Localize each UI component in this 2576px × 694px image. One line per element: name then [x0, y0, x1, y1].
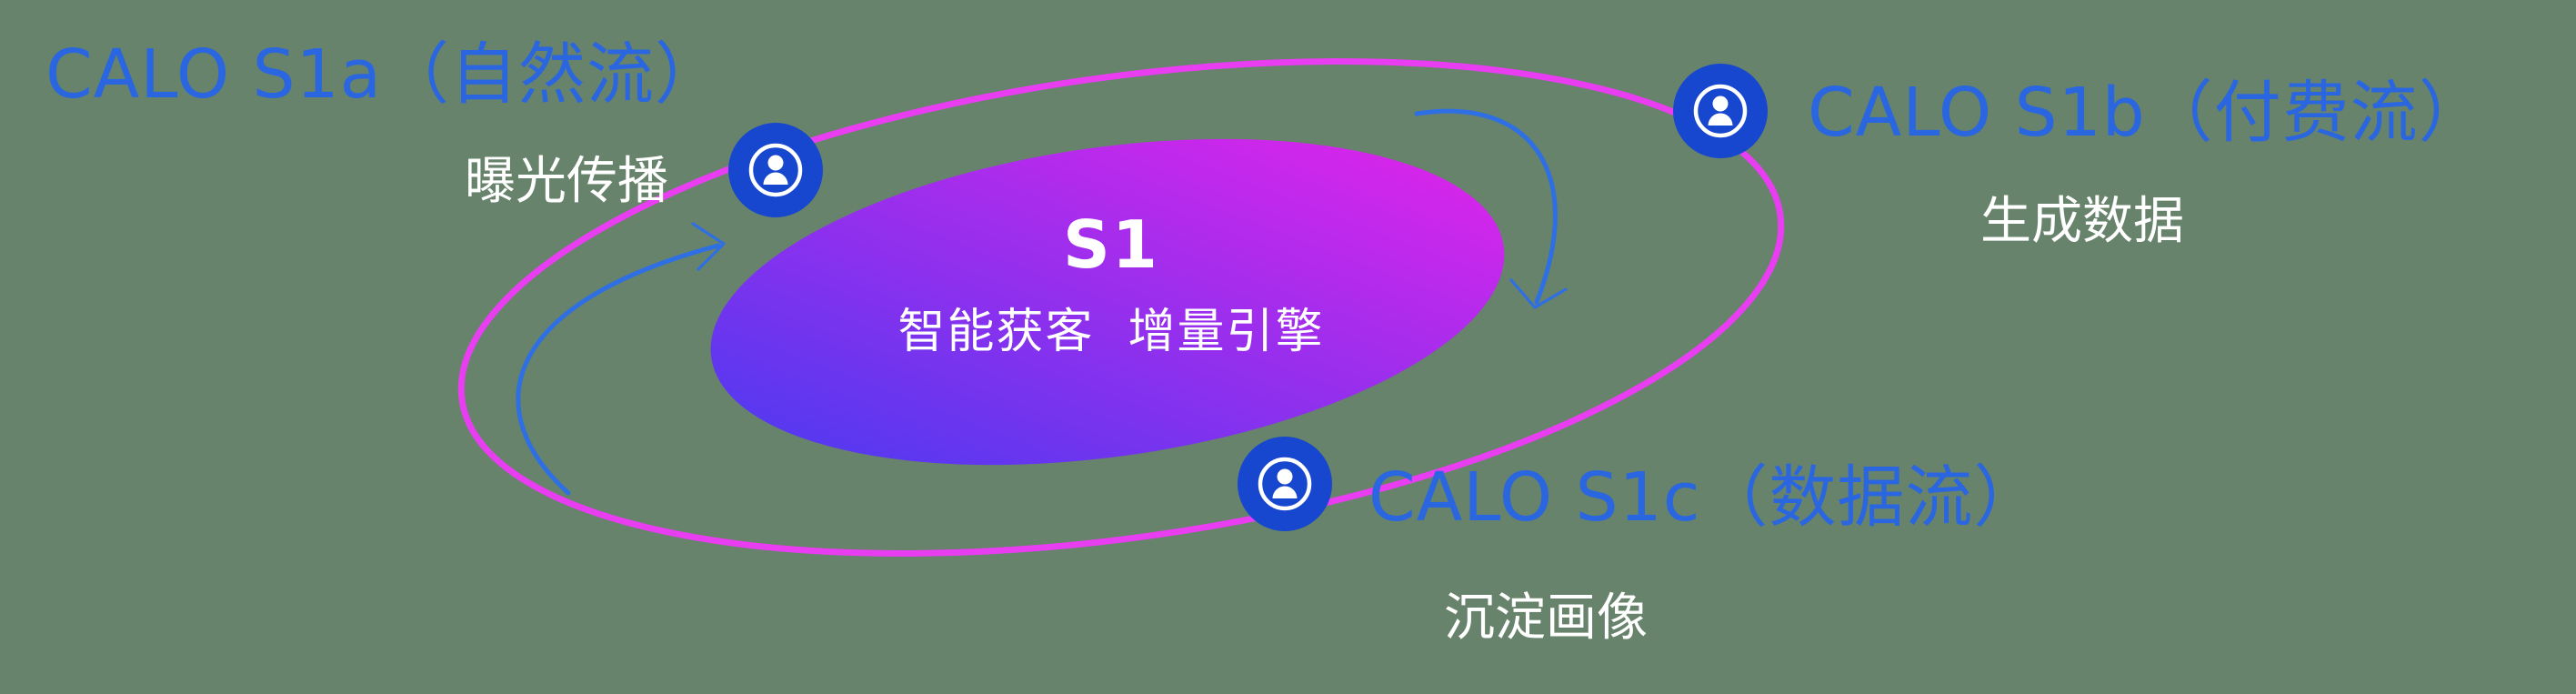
node-s1c-marker [1238, 437, 1332, 531]
user-circle-icon [748, 143, 803, 197]
node-s1a-marker [728, 123, 823, 217]
node-s1b-sublabel: 生成数据 [1980, 192, 2184, 251]
node-s1b-marker [1673, 64, 1768, 158]
node-s1a-sublabel: 曝光传播 [465, 152, 668, 211]
orbit-ring [457, 58, 1785, 557]
node-s1c-sublabel: 沉淀画像 [1444, 588, 1648, 648]
node-s1a-label: CALO S1a（自然流） [45, 35, 724, 114]
flow-arrow-left [516, 222, 726, 496]
user-circle-icon [1258, 457, 1312, 511]
core-ellipse [710, 138, 1505, 466]
user-circle-icon [1693, 84, 1748, 138]
flow-arrow-right [1414, 108, 1568, 309]
node-s1b-label: CALO S1b（付费流） [1808, 74, 2487, 152]
node-s1c-label: CALO S1c（数据流） [1368, 458, 2042, 537]
